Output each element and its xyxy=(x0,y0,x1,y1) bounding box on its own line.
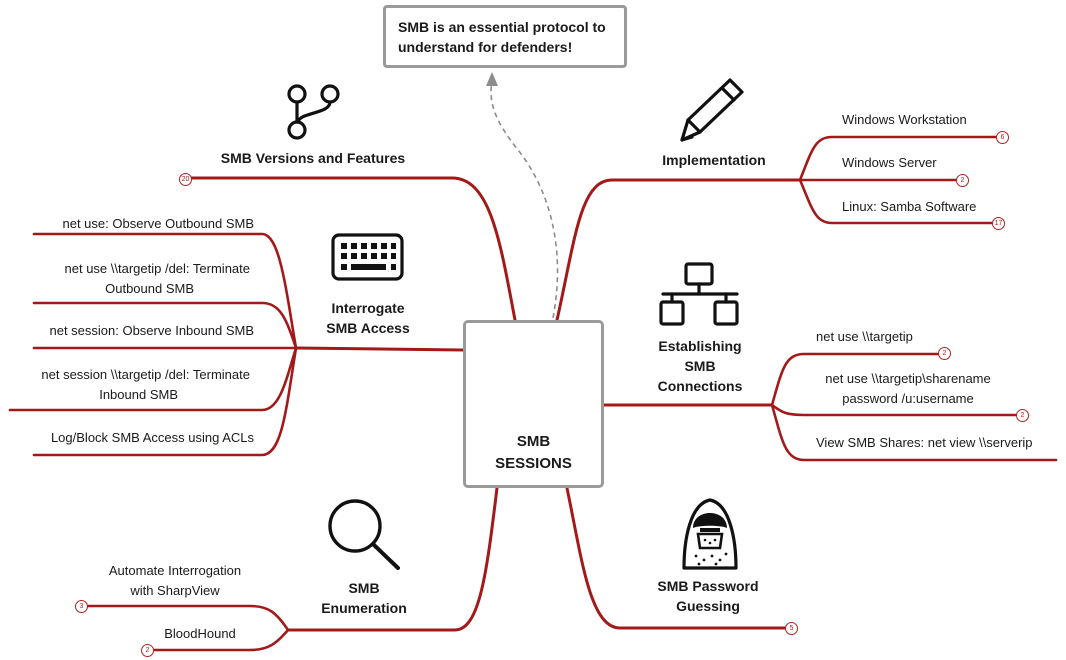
topic-versions[interactable]: SMB Versions and Features xyxy=(220,150,406,166)
interrogate-child-2-line2: Outbound SMB xyxy=(105,281,194,296)
interrogate-children-lines xyxy=(8,232,298,457)
connections-child-2-badge[interactable]: 2 xyxy=(1016,409,1029,422)
connections-children-lines xyxy=(770,352,1058,462)
enumeration-child-1-badge[interactable]: 3 xyxy=(75,600,88,613)
git-branch-icon xyxy=(287,84,340,140)
pencil-icon xyxy=(680,78,744,142)
branch-guessing xyxy=(565,486,788,630)
implementation-child-3-badge[interactable]: 17 xyxy=(992,217,1005,230)
implementation-child-3[interactable]: Linux: Samba Software xyxy=(842,199,977,214)
topic-interrogate[interactable]: Interrogate SMB Access xyxy=(300,298,436,338)
branch-versions xyxy=(188,176,517,322)
topic-enumeration-line2: Enumeration xyxy=(321,600,407,616)
interrogate-child-4-line2: Inbound SMB xyxy=(99,387,178,402)
interrogate-child-4-line1: net session \\targetip /del: Terminate xyxy=(41,367,250,382)
callout-line2: understand for defenders! xyxy=(398,39,573,55)
topic-connections-line3: Connections xyxy=(657,378,743,394)
connections-child-2-line2: password /u:username xyxy=(842,391,974,406)
topic-enumeration-line1: SMB xyxy=(348,580,380,596)
branch-implementation xyxy=(555,178,802,322)
network-icon xyxy=(659,262,739,326)
interrogate-child-3[interactable]: net session: Observe Inbound SMB xyxy=(49,323,254,338)
implementation-child-1-badge[interactable]: 6 xyxy=(996,131,1009,144)
enumeration-child-1-line1: Automate Interrogation xyxy=(108,563,242,578)
implementation-child-2[interactable]: Windows Server xyxy=(842,155,937,170)
enumeration-child-1[interactable]: Automate Interrogation with SharpView xyxy=(90,561,260,601)
topic-interrogate-line1: Interrogate xyxy=(331,300,405,316)
interrogate-child-2[interactable]: net use \\targetip /del: Terminate Outbo… xyxy=(10,259,250,299)
enumeration-child-2-badge[interactable]: 2 xyxy=(141,644,154,657)
connections-child-2-line1: net use \\targetip\sharename xyxy=(825,371,991,386)
callout-line1: SMB is an essential protocol to xyxy=(398,19,606,35)
enumeration-child-2[interactable]: BloodHound xyxy=(164,626,236,641)
topic-implementation[interactable]: Implementation xyxy=(662,152,766,168)
hacker-icon xyxy=(682,498,738,570)
callout-note: SMB is an essential protocol to understa… xyxy=(383,5,627,68)
keyboard-icon xyxy=(331,233,404,281)
central-topic-line2: SESSIONS xyxy=(495,455,572,472)
branch-interrogate xyxy=(294,346,465,352)
branch-enumeration xyxy=(286,486,499,632)
central-topic-line1: SMB xyxy=(516,433,551,450)
connections-child-1[interactable]: net use \\targetip xyxy=(816,329,913,344)
implementation-child-1[interactable]: Windows Workstation xyxy=(842,112,967,127)
interrogate-child-2-line1: net use \\targetip /del: Terminate xyxy=(64,261,250,276)
topic-connections[interactable]: Establishing SMB Connections xyxy=(640,336,760,396)
enumeration-children-lines xyxy=(84,604,290,652)
interrogate-child-5[interactable]: Log/Block SMB Access using ACLs xyxy=(50,430,254,445)
implementation-children-lines xyxy=(798,135,1000,225)
guessing-count-badge[interactable]: 5 xyxy=(785,622,798,635)
topic-guessing-line1: SMB Password xyxy=(657,578,759,594)
connections-child-1-badge[interactable]: 2 xyxy=(938,347,951,360)
central-topic[interactable]: SMB SESSIONS xyxy=(463,320,604,488)
central-topic-title: SMB SESSIONS xyxy=(466,431,601,475)
connections-child-2[interactable]: net use \\targetip\sharename password /u… xyxy=(806,369,1010,409)
magnifier-icon xyxy=(328,499,400,570)
topic-connections-line1: Establishing xyxy=(658,338,742,354)
topic-connections-line2: SMB xyxy=(684,358,716,374)
enumeration-child-1-line2: with SharpView xyxy=(130,583,220,598)
topic-guessing[interactable]: SMB Password Guessing xyxy=(640,576,776,616)
topic-guessing-line2: Guessing xyxy=(676,598,740,614)
topic-enumeration[interactable]: SMB Enumeration xyxy=(300,578,428,618)
interrogate-child-1[interactable]: net use: Observe Outbound SMB xyxy=(62,216,255,231)
topic-interrogate-line2: SMB Access xyxy=(326,320,410,336)
versions-count-badge[interactable]: 20 xyxy=(179,173,192,186)
interrogate-child-4[interactable]: net session \\targetip /del: Terminate I… xyxy=(8,365,250,405)
implementation-child-2-badge[interactable]: 2 xyxy=(956,174,969,187)
connections-child-3[interactable]: View SMB Shares: net view \\serverip xyxy=(816,435,1033,450)
callout-connector xyxy=(486,72,559,319)
